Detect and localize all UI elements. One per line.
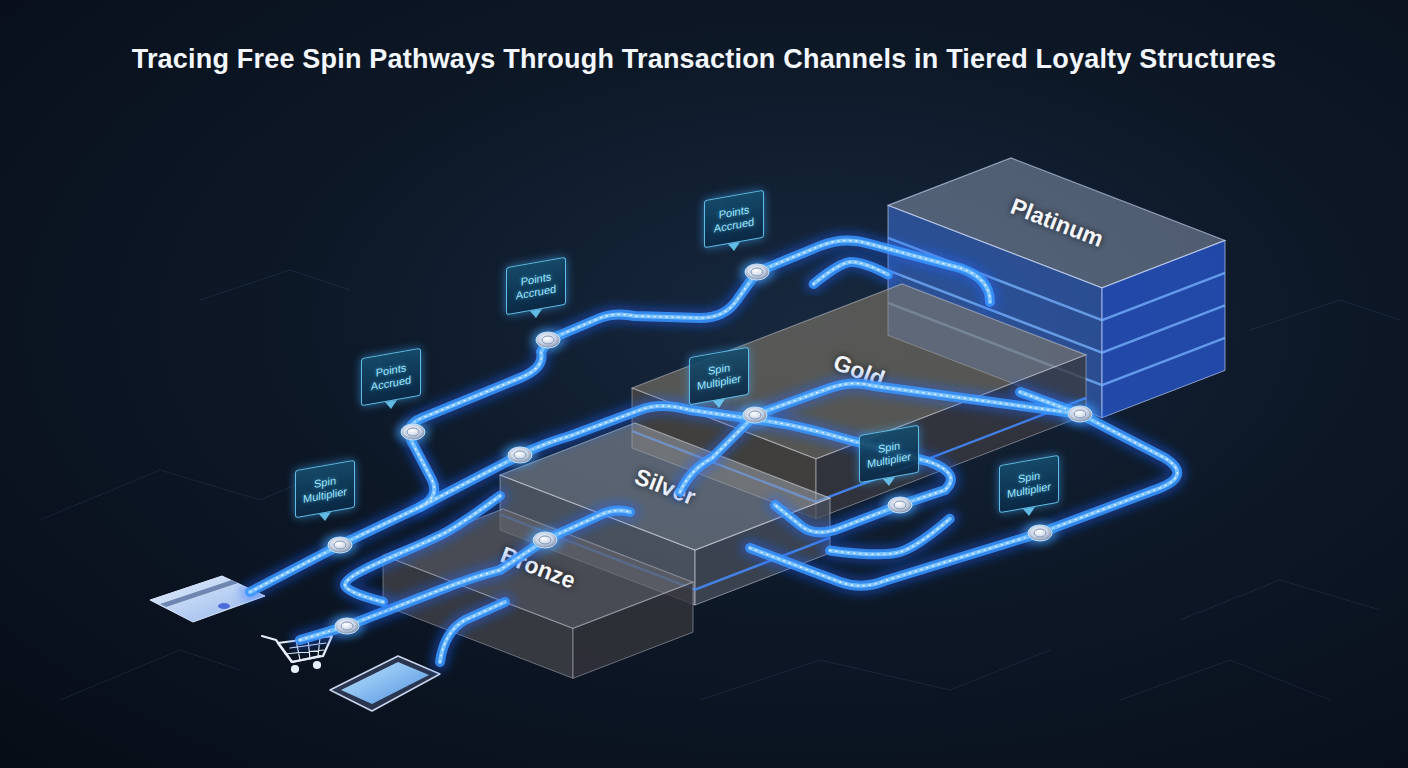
- circuit-line: [60, 650, 240, 700]
- card-body: [150, 576, 265, 622]
- tag-label: Spin Multiplier: [1002, 466, 1056, 502]
- card-chip: [218, 603, 230, 609]
- slab-top: [888, 158, 1225, 288]
- phone-body: [330, 656, 440, 711]
- cart-wheel: [292, 666, 298, 672]
- callout-tag: Points Accrued: [506, 257, 566, 316]
- pathway-core: [814, 262, 888, 284]
- card-icon: [150, 576, 265, 622]
- tag-label: Points Accrued: [509, 268, 563, 304]
- pathway-band: [814, 262, 888, 284]
- tag-label: Points Accrued: [364, 359, 418, 395]
- cart-grid: [285, 637, 326, 660]
- path-dot: [531, 329, 565, 351]
- pathway-core: [830, 519, 950, 554]
- circuit-line: [200, 270, 350, 300]
- circuit-line: [1250, 300, 1400, 330]
- path-dot: [323, 534, 357, 556]
- tier-pathway: [814, 262, 888, 284]
- slab-top: [383, 509, 693, 628]
- pathway-glow: [830, 519, 950, 554]
- callout-tag: Spin Multiplier: [999, 455, 1059, 514]
- tag-label: Points Accrued: [707, 201, 761, 237]
- circuit-line: [700, 650, 1050, 700]
- pathway-glow: [814, 262, 888, 284]
- phone-screen: [341, 662, 429, 704]
- tag-label: Spin Multiplier: [862, 436, 916, 472]
- cart-icon: [262, 636, 332, 672]
- tier-pathway: [830, 519, 950, 554]
- cart-wheel: [314, 662, 320, 668]
- tier-slab: Bronze: [383, 509, 693, 678]
- card-stripe: [160, 580, 238, 607]
- path-dot: [740, 261, 774, 283]
- path-dot: [883, 494, 917, 516]
- slab-outline: [383, 509, 693, 678]
- pathway-particles: [830, 519, 950, 554]
- circuit-line: [1120, 660, 1330, 700]
- callout-tag: Points Accrued: [704, 190, 764, 249]
- phone-icon: [330, 656, 440, 711]
- tag-label: Spin Multiplier: [298, 471, 352, 507]
- circuit-line: [1180, 580, 1380, 620]
- callout-tag: Points Accrued: [361, 348, 421, 407]
- circuit-line: [40, 470, 330, 520]
- path-dot: [396, 421, 430, 443]
- path-dot: [1023, 522, 1057, 544]
- path-dot: [330, 615, 364, 637]
- pathway-band: [830, 519, 950, 554]
- callout-tag: Spin Multiplier: [295, 460, 355, 519]
- tag-label: Spin Multiplier: [692, 358, 746, 394]
- cart-basket: [278, 636, 332, 662]
- pathway-particles: [814, 262, 888, 284]
- slab-top: [632, 284, 1086, 459]
- diagram-title: Tracing Free Spin Pathways Through Trans…: [0, 44, 1408, 75]
